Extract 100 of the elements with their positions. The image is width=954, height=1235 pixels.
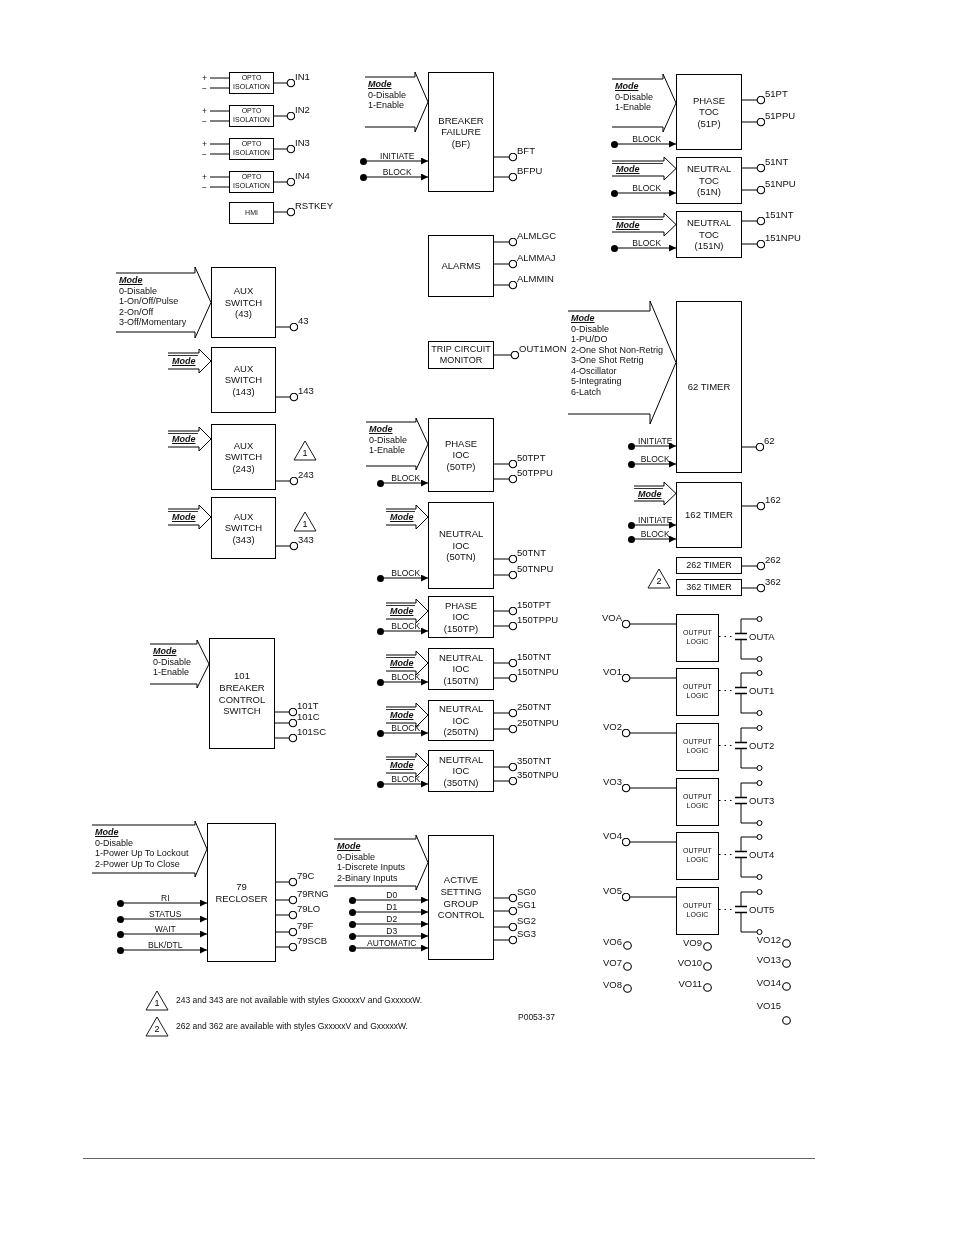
- mode-option: 1-Enable: [368, 100, 407, 111]
- function-block: 362 TIMER: [676, 579, 742, 596]
- terminal-label: 79F: [297, 920, 314, 933]
- edge-label: +: [202, 172, 207, 182]
- dotted-link: [718, 854, 734, 855]
- mode-input: [92, 821, 207, 877]
- terminal-label: 150TNPU: [517, 666, 559, 679]
- edge-label: −: [202, 83, 207, 93]
- signal-line: [617, 140, 677, 148]
- function-block: AUX SWITCH (43): [211, 267, 276, 338]
- signal-line: [275, 322, 299, 332]
- signal-line: [493, 459, 518, 469]
- mode-heading: Mode: [369, 424, 394, 435]
- signal-line: [275, 541, 299, 551]
- signal-line: [493, 922, 518, 932]
- mode-option: 5-Integrating: [571, 376, 664, 387]
- signal-line: [275, 942, 298, 952]
- terminal-label: VO10: [677, 957, 702, 970]
- edge-label: +: [202, 139, 207, 149]
- mode-heading: Mode: [368, 79, 393, 90]
- terminal-label: 79LO: [297, 903, 321, 916]
- terminal-label: 350TNT: [517, 755, 552, 768]
- signal-line: [741, 163, 766, 173]
- input-dot: [376, 479, 384, 487]
- terminal-label: 243: [298, 469, 314, 482]
- signal-line: [741, 501, 766, 511]
- terminal-label: VOA: [601, 612, 622, 625]
- mode-input: [612, 213, 676, 236]
- input-dot: [116, 930, 124, 938]
- note-number: 1: [301, 519, 309, 529]
- terminal-label: 51PPU: [765, 110, 796, 123]
- signal-line: [741, 185, 766, 195]
- signal-line: [355, 908, 429, 916]
- contact-label: OUTA: [749, 631, 775, 642]
- function-block: ACTIVE SETTING GROUP CONTROL: [428, 835, 494, 960]
- terminal-label: 150TNT: [517, 651, 552, 664]
- terminal-label: IN1: [295, 71, 310, 84]
- terminal-label: 62: [764, 435, 775, 448]
- signal-line: [634, 521, 677, 529]
- terminal-label: RSTKEY: [295, 200, 333, 213]
- terminal-label: 343: [298, 534, 314, 547]
- signal-line: [273, 111, 296, 121]
- contact-label: OUT5: [749, 904, 775, 915]
- edge-label: WAIT: [154, 923, 176, 934]
- input-dot: [348, 896, 356, 904]
- signal-line: [273, 177, 296, 187]
- mode-option: 0-Disable: [337, 851, 406, 862]
- signal-line: [493, 554, 518, 564]
- edge-label: INITIATE: [638, 435, 673, 446]
- mode-input: [168, 427, 211, 451]
- signal-line: [493, 172, 518, 182]
- mode-option: 4-Oscillator: [571, 365, 664, 376]
- terminal-label: VO6: [603, 936, 622, 949]
- mode-option: 1-On/Off/Pulse: [119, 296, 187, 307]
- input-dot: [348, 908, 356, 916]
- terminal-label: ALMLGC: [517, 230, 557, 243]
- edge-label: D3: [386, 925, 398, 936]
- contact-label: OUT2: [749, 740, 775, 751]
- terminal-label: 50TPT: [517, 452, 546, 465]
- mode-heading: Mode: [172, 434, 196, 445]
- signal-line: [383, 678, 429, 686]
- terminal-label: VO3: [603, 776, 622, 789]
- edge-label: BLOCK: [382, 166, 412, 177]
- terminal-label: 151NT: [765, 209, 794, 222]
- signal-line: [209, 143, 230, 145]
- note-text: 243 and 343 are not available with styles GxxxxxV and GxxxxxW.: [176, 995, 423, 1006]
- signal-line: [634, 535, 677, 543]
- mode-option: 1-Enable: [369, 445, 408, 456]
- edge-label: BLOCK: [391, 671, 421, 682]
- signal-line: [493, 906, 518, 916]
- signal-line: [275, 476, 299, 486]
- signal-line: [741, 442, 765, 452]
- signal-line: [123, 930, 208, 938]
- terminal-label: VO7: [603, 957, 622, 970]
- mode-heading: Mode: [390, 512, 414, 523]
- edge-label: BLOCK: [640, 453, 670, 464]
- signal-line: [209, 186, 230, 188]
- contact-label: OUT4: [749, 849, 775, 860]
- signal-line: [273, 78, 296, 88]
- edge-label: STATUS: [149, 908, 182, 919]
- input-dot: [348, 944, 356, 952]
- mode-option: 0-Disable: [153, 656, 192, 667]
- input-dot: [359, 157, 367, 165]
- dotted-link: [718, 800, 734, 801]
- signal-line: [273, 207, 296, 217]
- input-dot: [116, 915, 124, 923]
- signal-line: [355, 920, 429, 928]
- terminal-label: 262: [765, 554, 781, 567]
- signal-line: [274, 733, 298, 743]
- signal-line: [383, 780, 429, 788]
- terminal-label: VO1: [603, 666, 622, 679]
- drawing-number: P0053-37: [518, 1012, 555, 1022]
- terminal-label: 51PT: [765, 88, 788, 101]
- note-number: 1: [153, 998, 161, 1008]
- mode-heading: Mode: [615, 81, 640, 92]
- terminal-label: 250TNT: [517, 701, 552, 714]
- signal-line: [209, 110, 230, 112]
- signal-line: [493, 673, 518, 683]
- mode-option: 2-On/Off: [119, 306, 187, 317]
- input-dot: [627, 460, 635, 468]
